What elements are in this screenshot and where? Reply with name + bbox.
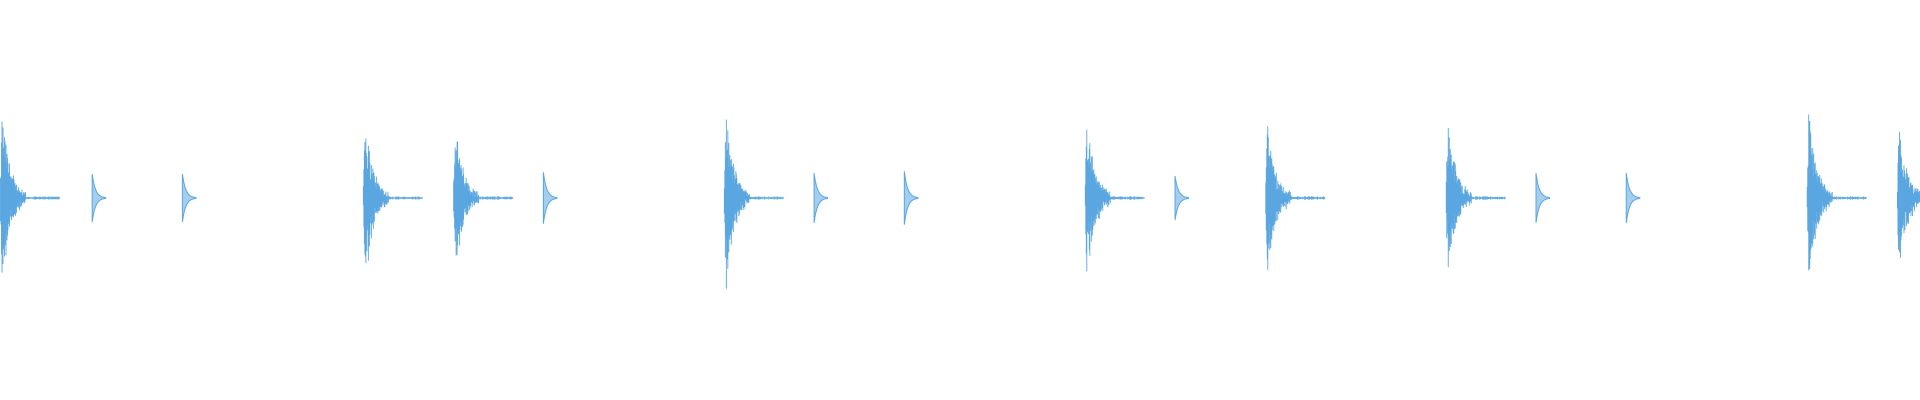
waveform-hit-trace [1897,131,1920,258]
waveform-tick-body [1536,173,1550,223]
waveform-tick [1174,175,1190,221]
waveform-tick-body [543,172,558,224]
waveform-tick [91,174,107,222]
waveform-tick [813,173,829,223]
waveform-tick-body [904,171,919,225]
waveform-tick [181,174,197,222]
waveform-hit-trace [1445,127,1506,268]
waveform-tick [542,172,558,224]
waveform-tick-trace [181,174,197,222]
waveform-events [0,114,1920,289]
waveform-hit-trace [723,119,784,289]
waveform-tick-body [182,174,197,222]
waveform-hit-trace [362,138,423,264]
waveform-tick [903,171,919,225]
waveform-tick-body [1175,175,1190,221]
waveform-hit [1084,129,1145,272]
waveform-hit-trace [453,141,514,256]
waveform-hit [723,119,784,289]
waveform-hit-trace [1084,129,1145,272]
waveform-tick [1535,173,1551,223]
waveform-hit [1265,126,1326,270]
waveform-tick-body [92,174,107,222]
waveform-hit [0,121,60,273]
waveform-tick-body [1626,173,1641,223]
waveform-hit [1445,127,1506,268]
waveform-hit [1897,131,1920,258]
waveform-tick [1625,173,1641,223]
waveform-tick-trace [813,173,829,223]
waveform-tick-body [814,173,829,223]
waveform-hit-trace [1265,126,1326,270]
waveform-tick-trace [1625,173,1641,223]
waveform-tick-trace [1535,173,1551,223]
waveform-tick-trace [91,174,107,222]
waveform-hit [362,138,423,264]
waveform-hit [453,141,514,256]
waveform-tick-trace [542,172,558,224]
waveform-tick-trace [1174,175,1190,221]
waveform-hit-trace [0,121,60,273]
waveform-hit [1806,114,1867,271]
waveform-hit-trace [1806,114,1867,271]
waveform-tick-trace [903,171,919,225]
